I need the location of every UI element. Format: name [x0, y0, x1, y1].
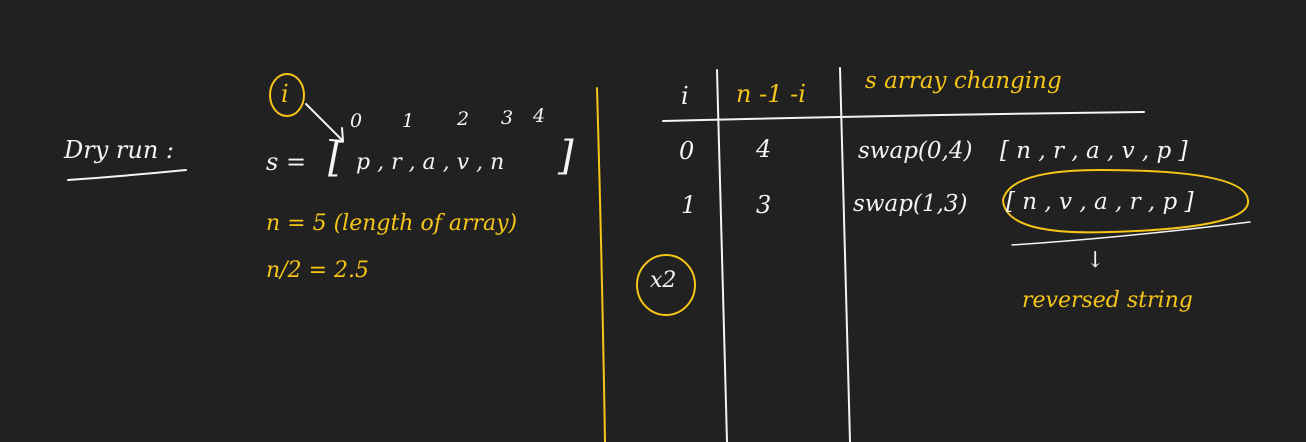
table-row-1-n1i: 3 [756, 191, 772, 219]
array-index-2: 2 [457, 108, 470, 130]
result-highlight-loop [1001, 168, 1250, 234]
table-row-0-n1i: 4 [756, 135, 772, 163]
table-header-changes: s array changing [865, 68, 1062, 94]
table-row-1-i: 1 [681, 191, 697, 219]
array-open-bracket: [ [328, 135, 344, 181]
count-note-circle [636, 254, 696, 316]
result-label: reversed string [1022, 288, 1193, 313]
dry-run-label: Dry run : [64, 136, 175, 164]
count-note: x2 [650, 268, 677, 293]
array-prefix: s = [266, 148, 307, 176]
table-header-rule [662, 111, 1145, 122]
section-divider [596, 87, 606, 442]
table-row-1-op: swap(1,3) [853, 191, 968, 217]
pointer-arrow [305, 103, 343, 141]
table-column-line-2 [839, 67, 851, 442]
array-index-0: 0 [350, 110, 363, 132]
array-body: p , r , a , v , n [356, 150, 505, 175]
array-length-note: n = 5 (length of array) [266, 211, 518, 236]
pointer-circle [269, 73, 305, 117]
table-column-line-1 [716, 69, 728, 442]
dry-run-underline [67, 169, 187, 181]
half-length-note: n/2 = 2.5 [266, 258, 369, 283]
table-row-0-op: swap(0,4) [858, 138, 973, 164]
table-header-i: i [681, 82, 689, 110]
pointer-label: i [281, 80, 289, 108]
table-row-0-i: 0 [679, 137, 695, 165]
table-row-1-state: [ n , v , a , r , p ] [1006, 189, 1194, 215]
array-index-3: 3 [501, 107, 514, 129]
table-header-n1i: n -1 -i [736, 80, 806, 108]
array-close-bracket: ] [558, 133, 574, 179]
result-arrow: ↓ [1086, 248, 1105, 273]
array-index-1: 1 [402, 110, 415, 132]
pointer-arrowhead [329, 127, 344, 142]
result-highlight-underline [1011, 221, 1251, 246]
table-row-0-state: [ n , r , a , v , p ] [1000, 138, 1188, 164]
array-index-4: 4 [533, 105, 546, 127]
